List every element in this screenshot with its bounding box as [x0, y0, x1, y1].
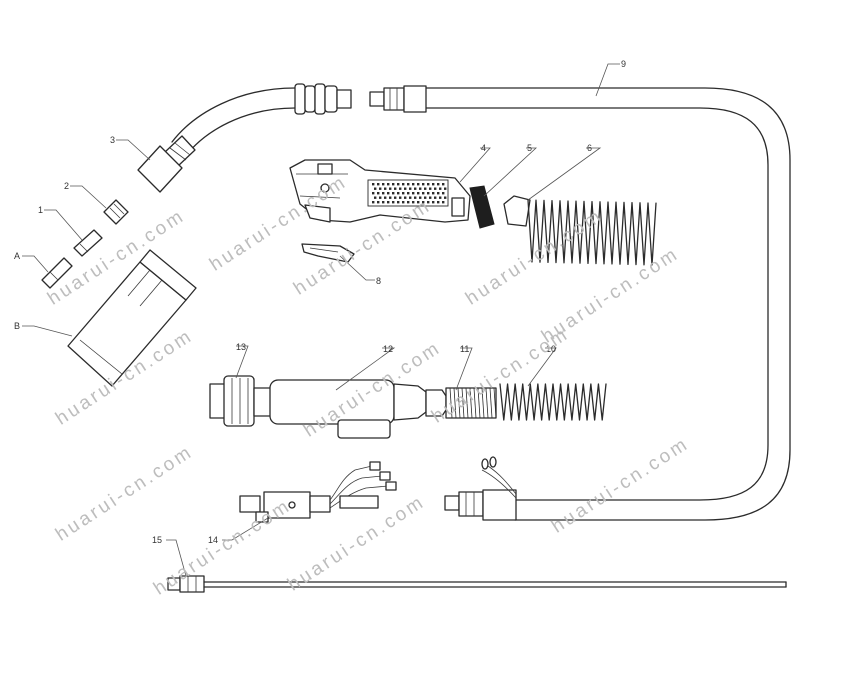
- part-6-spring: [503, 195, 657, 266]
- callout-13: 13: [236, 342, 246, 352]
- callout-15: 15: [152, 535, 162, 545]
- callout-14: 14: [208, 535, 218, 545]
- callout-A: A: [14, 251, 20, 261]
- part-9-cable: [369, 85, 791, 521]
- part-A-contact-tip: [41, 257, 73, 289]
- callout-12: 12: [383, 344, 393, 354]
- part-13-nut: [209, 375, 273, 427]
- part-B-nozzle: [67, 249, 197, 387]
- part-1-tip-holder: [73, 229, 103, 257]
- callout-10: 10: [546, 344, 556, 354]
- callout-1: 1: [38, 205, 43, 215]
- callout-11: 11: [460, 344, 469, 354]
- callout-B: B: [14, 321, 20, 331]
- part-3-gooseneck: [137, 83, 352, 193]
- part-11-sleeve: [445, 387, 497, 419]
- callout-9: 9: [621, 59, 626, 69]
- callout-5: 5: [527, 143, 532, 153]
- part-5-ring: [469, 185, 495, 229]
- callout-4: 4: [481, 143, 486, 153]
- callout-2: 2: [64, 181, 69, 191]
- part-15-liner: [167, 575, 787, 593]
- callout-labels: A B 1 2 3 4 5 6 8 9 10 11 12 13 14 15: [14, 59, 626, 545]
- callout-6: 6: [587, 143, 592, 153]
- part-8-trigger: [301, 243, 355, 263]
- part-4-handle: [289, 159, 471, 223]
- leader-lines: [22, 63, 620, 577]
- callout-3: 3: [110, 135, 115, 145]
- part-14-switch: [239, 461, 397, 523]
- part-10-spring: [499, 383, 607, 421]
- callout-8: 8: [376, 276, 381, 286]
- part-12-rear-body: [269, 379, 447, 439]
- part-2-diffuser: [103, 199, 129, 225]
